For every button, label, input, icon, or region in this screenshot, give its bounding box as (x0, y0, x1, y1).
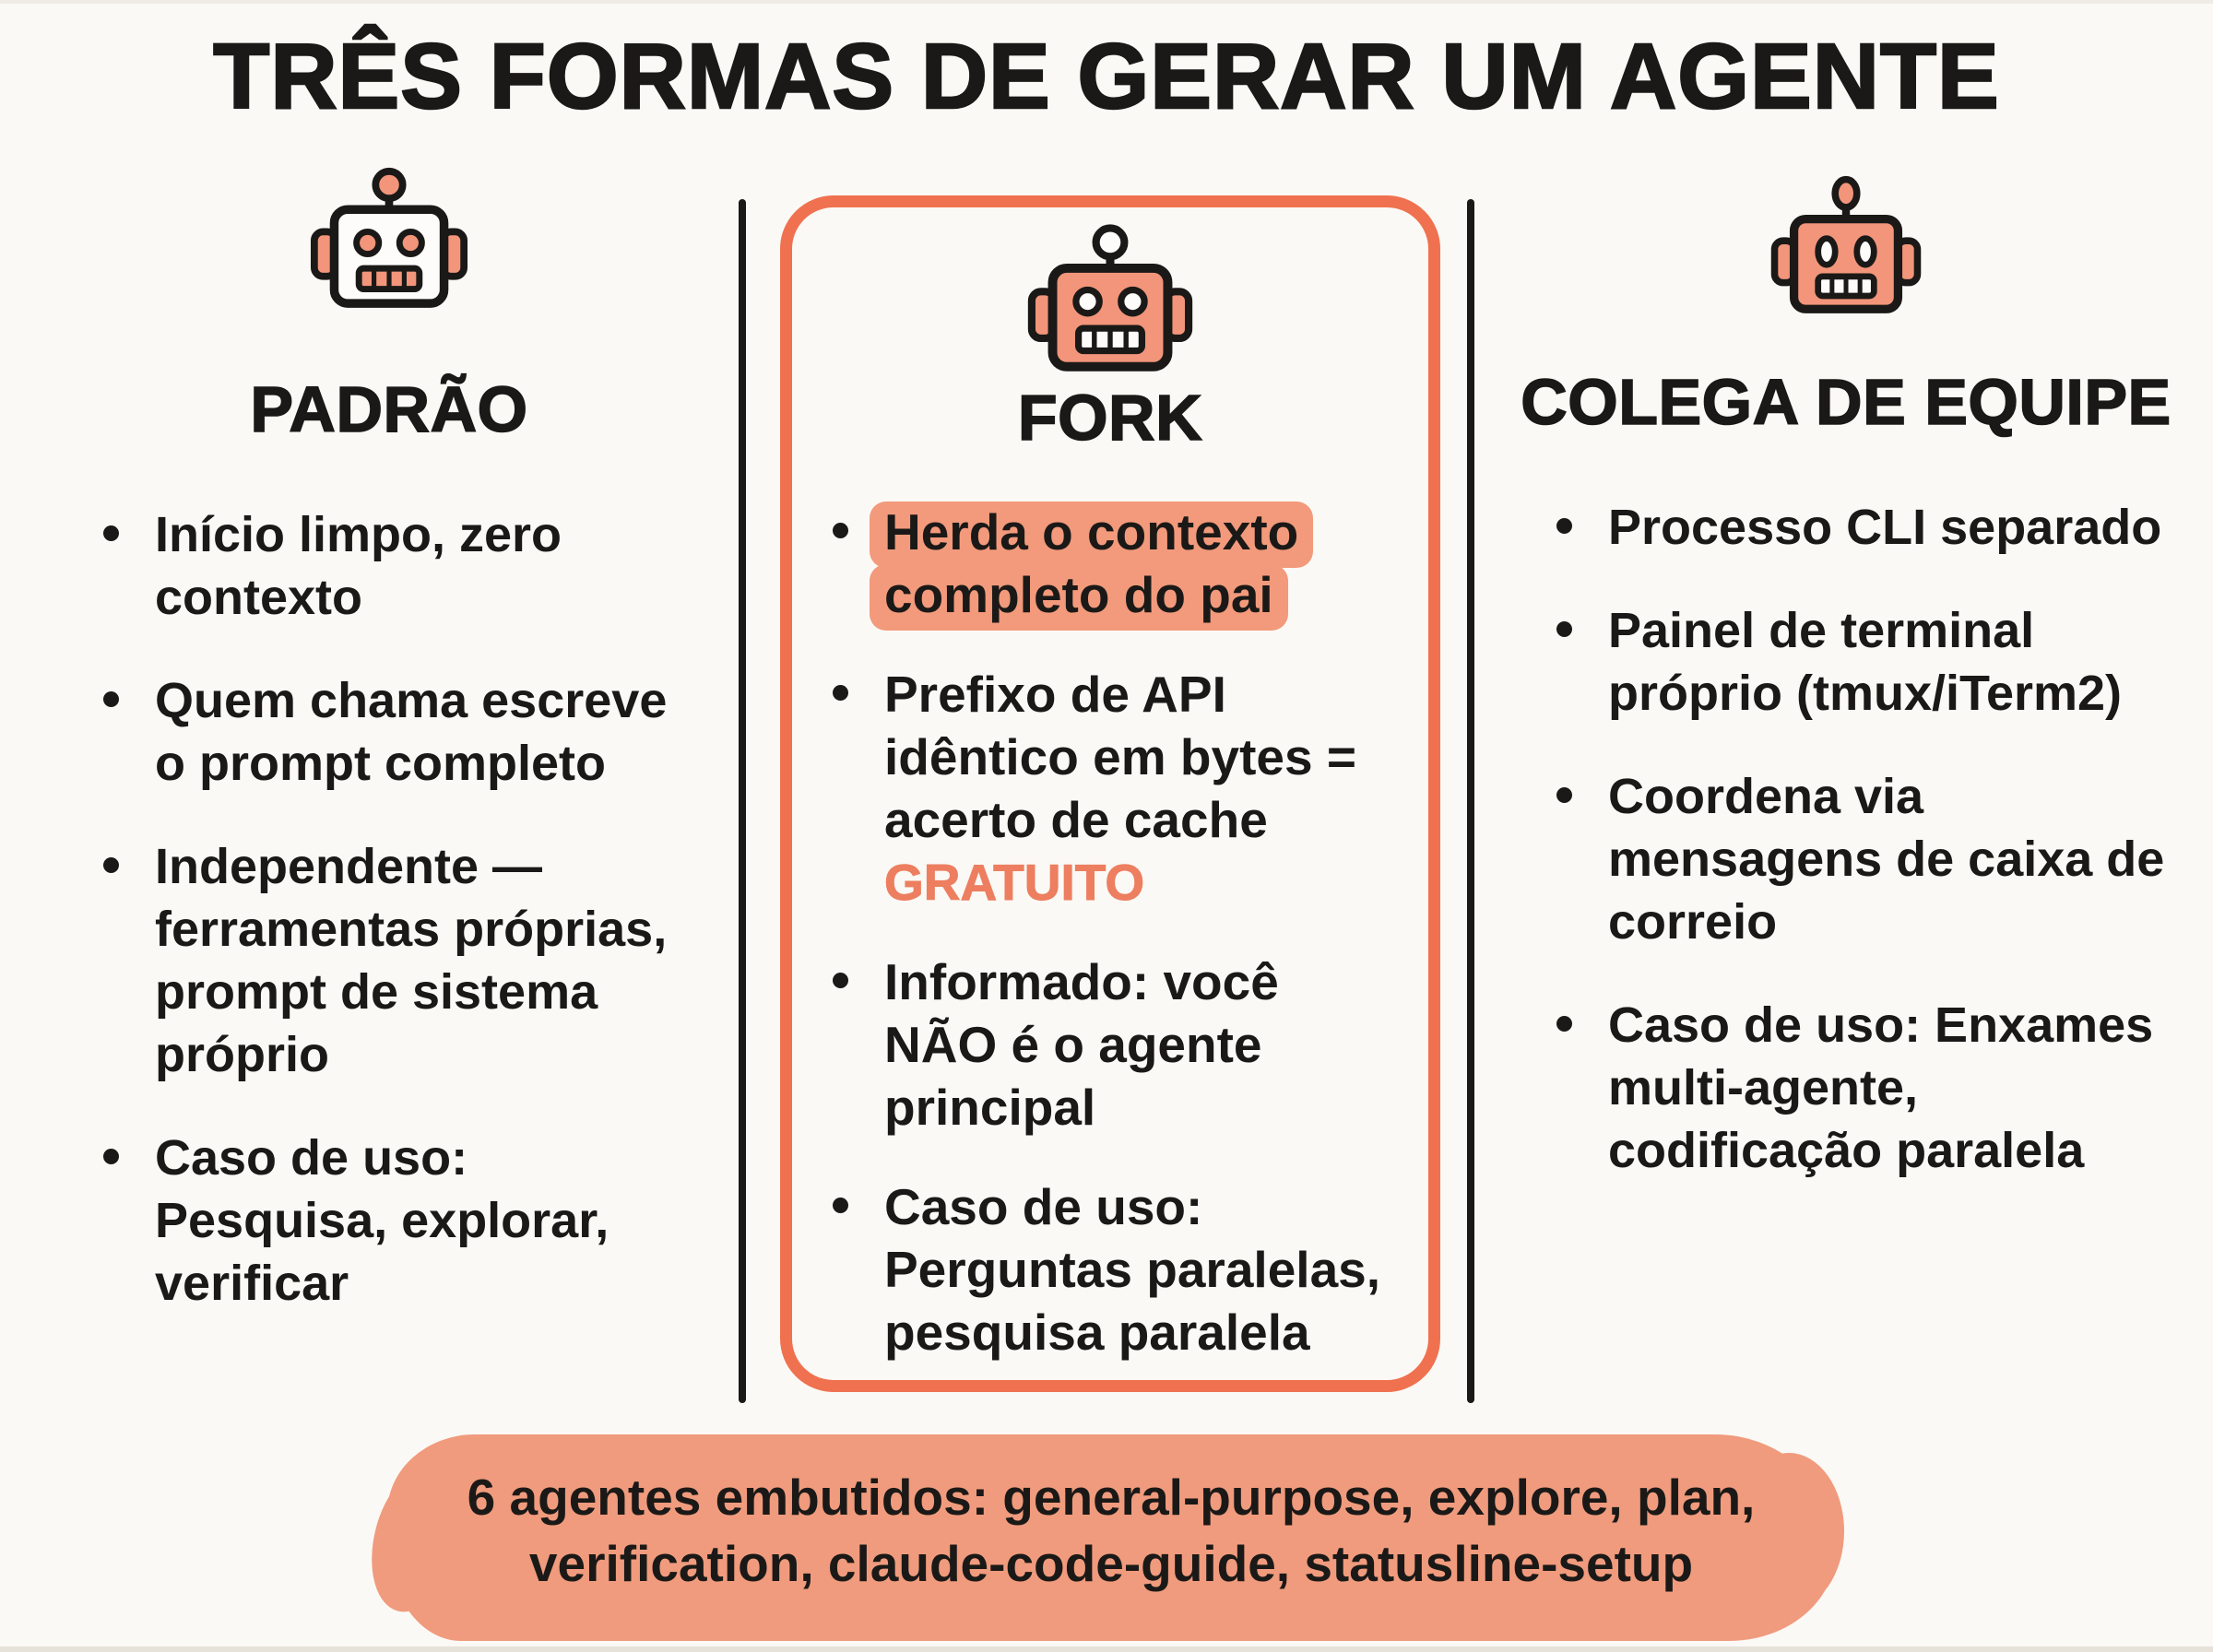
column-divider-right (1467, 199, 1474, 1403)
colega-bullet-list: Processo CLI separado Painel de terminal… (1555, 496, 2167, 1182)
column-title-fork: FORK (1017, 381, 1203, 454)
fork-card: FORK Herda o contexto completo do pai Pr… (780, 195, 1440, 1392)
column-divider-left (739, 199, 746, 1403)
bottom-edge-line (0, 1646, 2213, 1652)
padrao-bullet-list: Início limpo, zero contexto Quem chama e… (101, 503, 699, 1315)
column-title-padrao: PADRÃO (250, 372, 528, 446)
padrao-icon-row (48, 159, 730, 310)
bullet-item: Painel de terminal próprio (tmux/iTerm2) (1555, 599, 2167, 725)
top-edge-line (0, 0, 2213, 4)
column-colega: COLEGA DE EQUIPE Processo CLI separado P… (1488, 157, 2204, 1222)
bullet-item: Prefixo de API idêntico em bytes = acert… (831, 663, 1399, 914)
bullet-item: Caso de uso: Enxames multi-agente, codif… (1555, 994, 2167, 1182)
bullet-item: Processo CLI separado (1555, 496, 2167, 559)
fork-bullet-list: Herda o contexto completo do pai Prefixo… (831, 501, 1399, 1363)
bullet-item: Caso de uso: Perguntas paralelas, pesqui… (831, 1175, 1399, 1363)
highlighted-text: Herda o contexto completo do pai (870, 502, 1314, 631)
accent-text: GRATUITO (883, 854, 1145, 912)
column-padrao: PADRÃO Início limpo, zero contexto Quem … (48, 157, 730, 1355)
bullet-item: Herda o contexto completo do pai (831, 501, 1399, 631)
bullet-item: Início limpo, zero contexto (101, 503, 699, 629)
robot-icon (1027, 224, 1193, 372)
page-title: TRÊS FORMAS DE GERAR UM AGENTE (212, 24, 2000, 130)
robot-icon (310, 167, 468, 308)
bullet-item: Coordena via mensagens de caixa de corre… (1555, 765, 2167, 953)
fork-icon-row (792, 215, 1428, 373)
footer-banner: 6 agentes embutidos: general-purpose, ex… (387, 1434, 1844, 1641)
bullet-item: Informado: você NÃO é o agente principal (831, 950, 1399, 1139)
colega-icon-row (1488, 168, 2204, 315)
column-title-colega: COLEGA DE EQUIPE (1520, 365, 2172, 439)
robot-icon (1770, 175, 1922, 313)
bullet-item: Caso de uso: Pesquisa, explorar, verific… (101, 1127, 699, 1315)
bullet-item: Independente — ferramentas próprias, pro… (101, 835, 699, 1086)
bullet-item: Quem chama escreve o prompt completo (101, 669, 699, 795)
banner-text: 6 agentes embutidos: general-purpose, ex… (467, 1469, 1756, 1592)
